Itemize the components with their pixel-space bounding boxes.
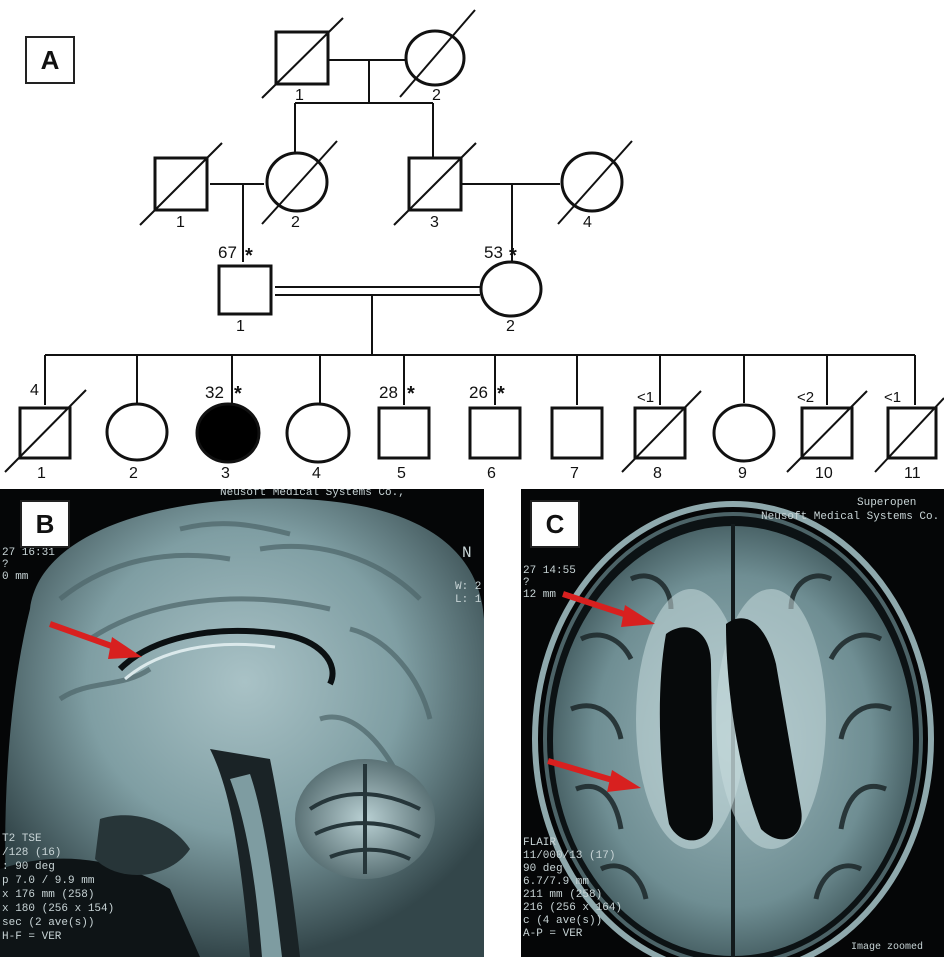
gen1-individual-1	[262, 18, 343, 98]
gen4-tested-5: *	[407, 383, 415, 405]
gen4-label-3: 3	[221, 465, 230, 482]
mri-c-params-8: A-P = VER	[523, 928, 582, 940]
gen4-label-11: 11	[904, 465, 921, 482]
gen4-age-11: <1	[884, 389, 901, 406]
gen4-individual-3	[197, 404, 259, 462]
mri-b-header: Neusoft Medical Systems Co.,	[220, 489, 405, 499]
mri-c-params-1: FLAIR	[523, 837, 556, 849]
gen2-label-3: 3	[430, 214, 439, 231]
mri-axial-image: Superopen Neusoft Medical Systems Co. 27…	[521, 489, 944, 957]
gen3-label-2: 2	[506, 318, 515, 335]
gen1-label-2: 2	[432, 87, 441, 104]
gen4-label-10: 10	[815, 465, 833, 482]
mri-c-footer: Image zoomed	[851, 942, 923, 954]
mri-c-params-7: c (4 ave(s))	[523, 915, 602, 927]
gen4-label-1: 1	[37, 465, 46, 482]
mri-c-left-line-3: 12 mm	[523, 589, 556, 601]
mri-c-left-line-2: ?	[523, 577, 530, 589]
mri-b-params-1: T2 TSE	[2, 833, 42, 845]
pedigree-connector-lines	[45, 60, 915, 405]
gen4-individual-6	[470, 408, 520, 458]
gen4-age-10: <2	[797, 389, 814, 406]
gen3-individual-1	[219, 266, 271, 314]
gen2-label-4: 4	[583, 214, 592, 231]
gen3-tested-1: *	[245, 245, 253, 267]
mri-c-params-4: 6.7/7.9 mm	[523, 876, 589, 888]
gen1-individual-2	[400, 10, 475, 97]
mri-b-params-8: H-F = VER	[2, 931, 61, 943]
mri-c-header-1: Superopen	[857, 497, 916, 509]
mri-b-params-6: x 180 (256 x 154)	[2, 903, 114, 915]
panel-b-label: B	[20, 500, 70, 548]
mri-c-header-2: Neusoft Medical Systems Co.	[761, 511, 939, 523]
gen2-individual-2	[262, 141, 337, 224]
gen4-label-9: 9	[738, 465, 747, 482]
mri-b-right-line-3: L: 1	[455, 594, 481, 606]
mri-b-left-line-1: 27 16:31	[2, 547, 55, 559]
mri-b-right-line-2: W: 2	[455, 581, 481, 593]
gen2-label-2: 2	[291, 214, 300, 231]
gen4-age-5: 28	[379, 383, 398, 402]
mri-c-params-6: 216 (256 x 164)	[523, 902, 622, 914]
gen4-individual-9	[714, 405, 774, 461]
panel-c-label: C	[530, 500, 580, 548]
gen4-label-4: 4	[312, 465, 321, 482]
gen4-individual-11	[875, 398, 944, 472]
gen1-label-1: 1	[295, 87, 304, 104]
mri-b-left-line-2: ?	[2, 559, 9, 571]
gen4-label-7: 7	[570, 465, 579, 482]
pedigree-chart: 1 2 1 2 3 4 67 * 53 * 1 2 4 32 * 28 * 26…	[0, 0, 944, 490]
gen4-individual-8	[622, 391, 701, 472]
mri-c-params-2: 11/000/13 (17)	[523, 850, 615, 862]
gen4-tested-3: *	[234, 383, 242, 405]
mri-b-params-4: p 7.0 / 9.9 mm	[2, 875, 94, 887]
mri-b-params-7: sec (2 ave(s))	[2, 917, 94, 929]
gen2-label-1: 1	[176, 214, 185, 231]
gen4-label-5: 5	[397, 465, 406, 482]
mri-b-left-line-3: 0 mm	[2, 571, 28, 583]
mri-c-left-line-1: 27 14:55	[523, 565, 576, 577]
gen4-individual-4	[287, 404, 349, 462]
gen2-individual-1	[140, 143, 222, 225]
gen4-label-2: 2	[129, 465, 138, 482]
gen3-age-2: 53	[484, 243, 503, 262]
gen4-individual-2	[107, 404, 167, 460]
gen4-label-6: 6	[487, 465, 496, 482]
mri-c-params-3: 90 deg	[523, 863, 563, 875]
gen4-age-3: 32	[205, 383, 224, 402]
mri-sagittal-image: Neusoft Medical Systems Co., 27 16:31 ? …	[0, 489, 484, 957]
gen4-tested-6: *	[497, 383, 505, 405]
gen4-label-8: 8	[653, 465, 662, 482]
mri-b-params-3: : 90 deg	[2, 861, 55, 873]
mri-b-right-line-1: N	[462, 547, 472, 559]
mri-b-params-2: /128 (16)	[2, 847, 61, 859]
gen2-individual-4	[558, 141, 632, 224]
mri-c-params-5: 211 mm (258)	[523, 889, 602, 901]
gen3-individual-2	[481, 262, 541, 316]
gen3-label-1: 1	[236, 318, 245, 335]
mri-b-params-5: x 176 mm (258)	[2, 889, 94, 901]
gen4-individual-7	[552, 408, 602, 458]
gen3-age-1: 67	[218, 243, 237, 262]
gen4-individual-5	[379, 408, 429, 458]
gen4-age-8: <1	[637, 389, 654, 406]
gen4-age-1: 4	[30, 382, 39, 399]
gen4-age-6: 26	[469, 383, 488, 402]
